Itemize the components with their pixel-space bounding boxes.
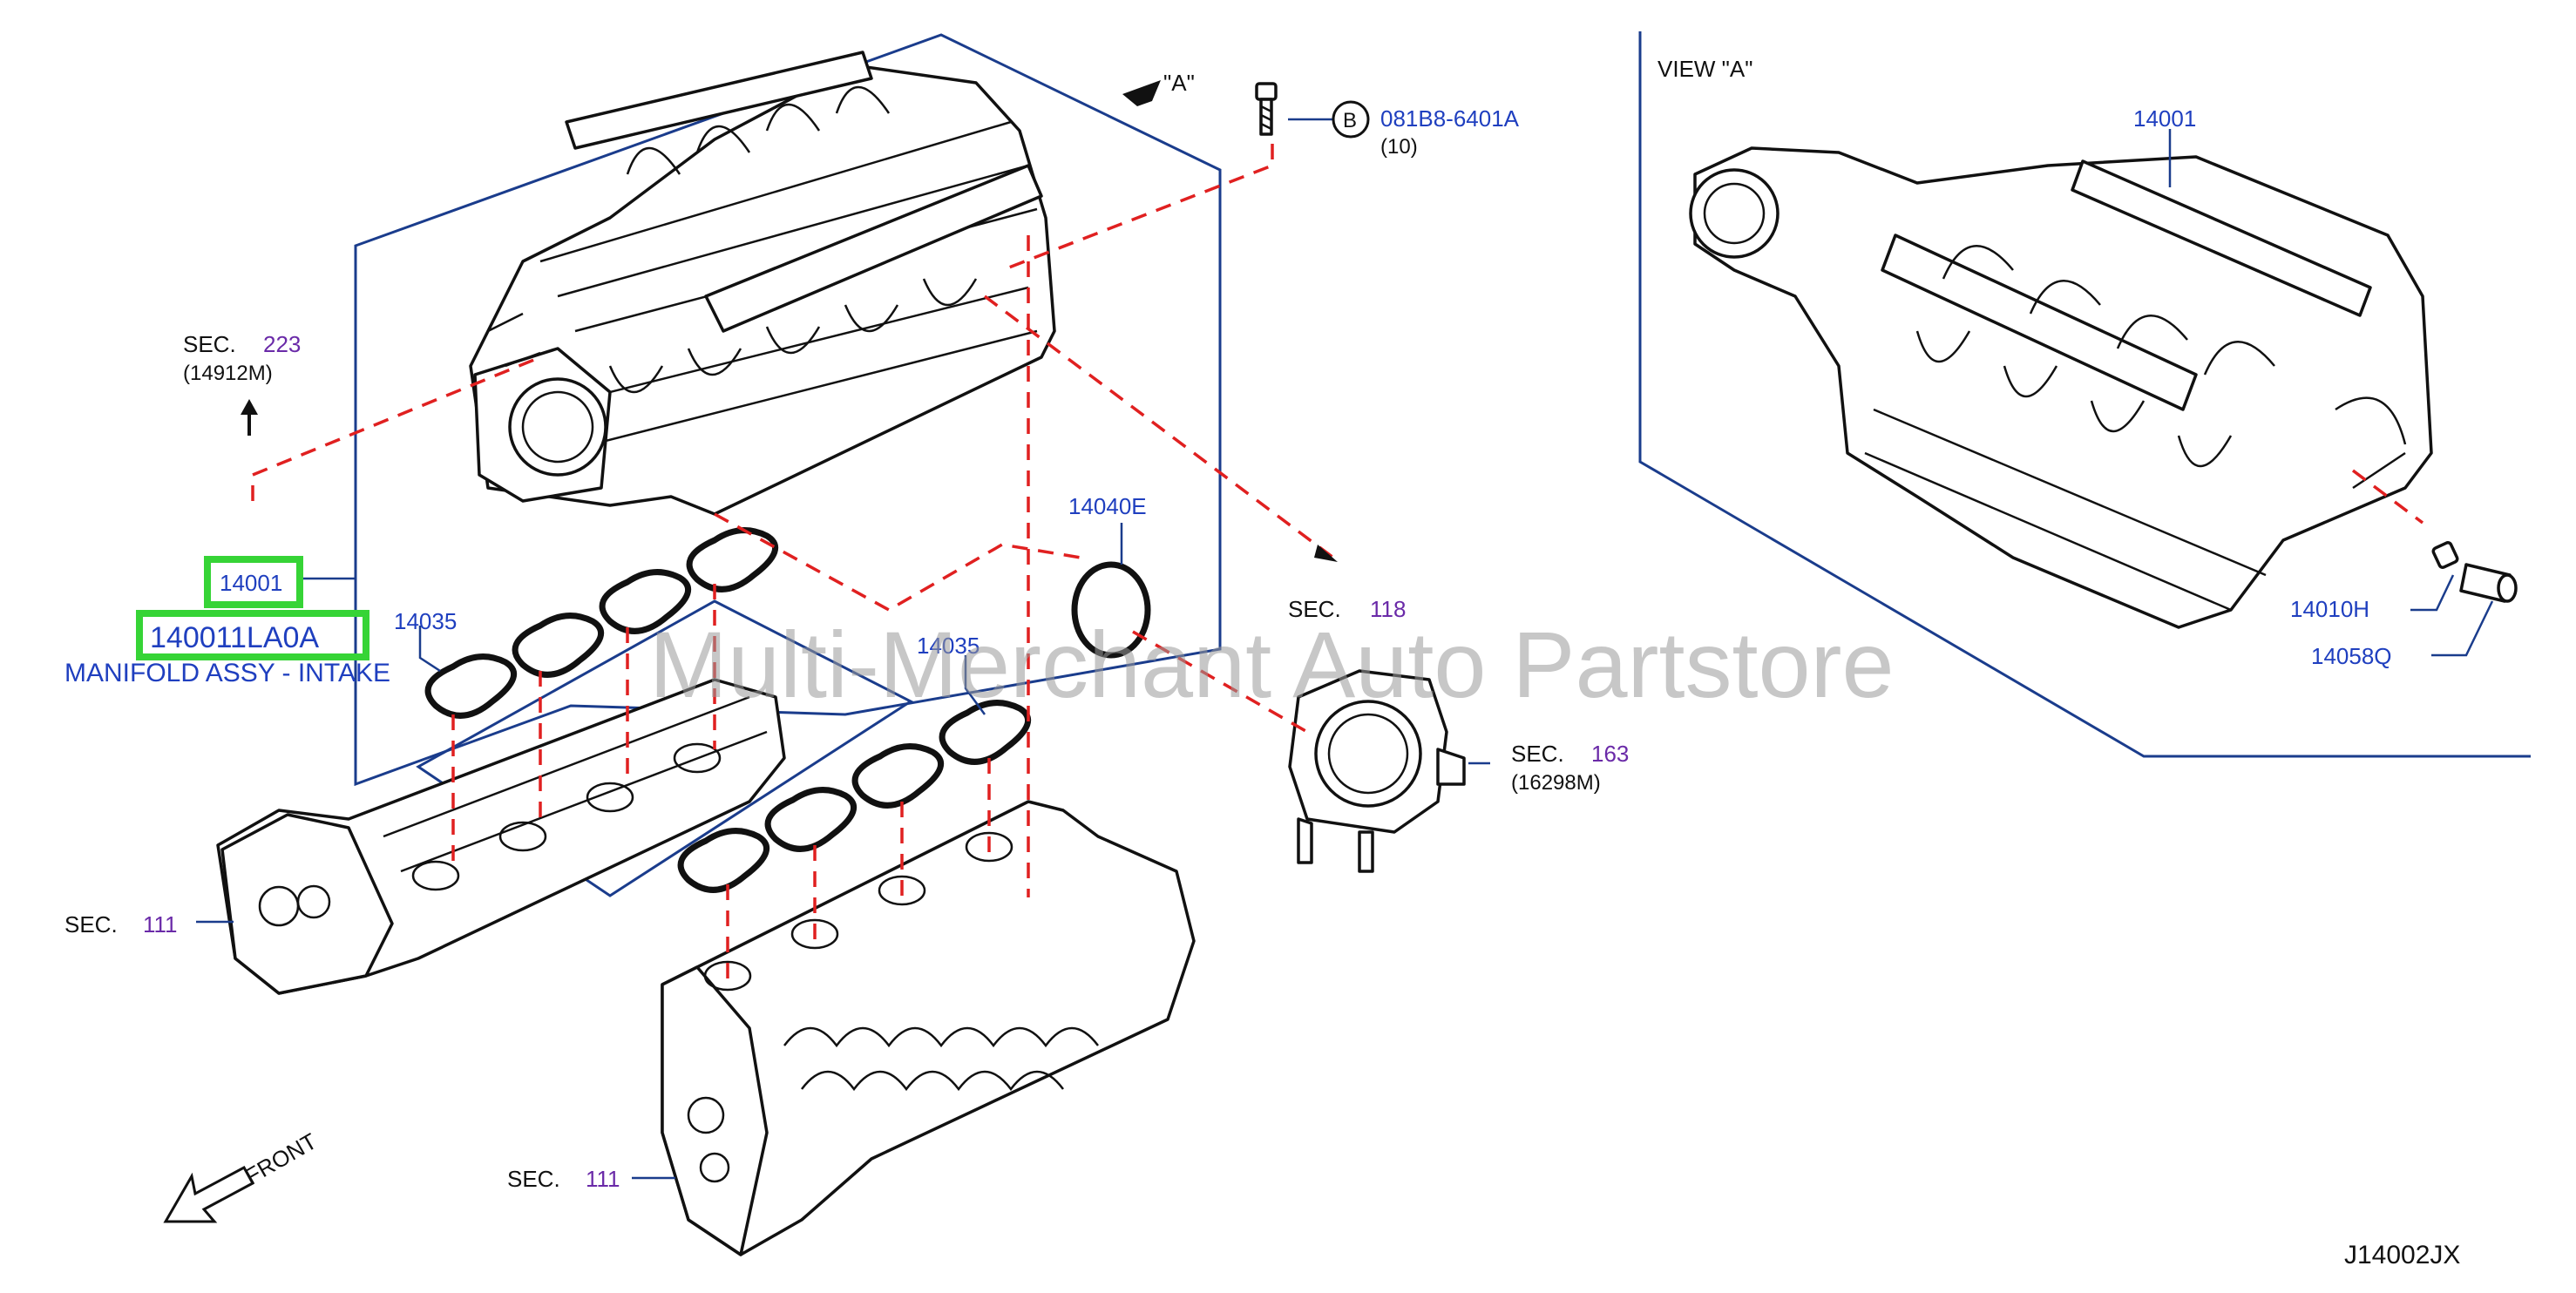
highlight-part-number-box — [204, 556, 303, 608]
intake-gaskets-lower — [677, 700, 1031, 893]
front-arrow-icon — [163, 1165, 255, 1223]
assembly-dashed-lines — [251, 144, 2424, 985]
part-number-14001-main[interactable]: 14001 — [220, 570, 282, 596]
sec-111-left-prefix: SEC. — [64, 911, 118, 938]
front-label: FRONT — [241, 1127, 322, 1189]
throttle-gasket-ring — [1071, 561, 1151, 659]
view-a-outline — [1638, 31, 2531, 758]
sec-223-prefix: SEC. — [183, 331, 236, 357]
part-number-14035-lower[interactable]: 14035 — [917, 633, 980, 659]
highlight-part-code-box — [136, 610, 369, 660]
sec-163-prefix: SEC. — [1511, 741, 1564, 767]
sec-163-sub: (16298M) — [1511, 771, 1601, 795]
sec-223-arrowhead — [241, 399, 258, 415]
part-number-14001-view-a[interactable]: 14001 — [2133, 105, 2196, 132]
part-number-14058q[interactable]: 14058Q — [2311, 643, 2392, 669]
plug-part-illustration — [2431, 541, 2518, 603]
part-name-label: MANIFOLD ASSY - INTAKE — [64, 659, 390, 687]
sec-223-sub: (14912M) — [183, 362, 273, 385]
sec-223-number[interactable]: 223 — [263, 331, 301, 357]
intake-manifold-view-a-illustration — [1689, 146, 2433, 629]
sec-111-bottom-prefix: SEC. — [507, 1166, 560, 1192]
view-a-arrow-label: "A" — [1163, 70, 1195, 96]
bolt-quantity: (10) — [1380, 135, 1418, 159]
sec-118-number[interactable]: 118 — [1370, 596, 1406, 622]
bolt-b-circle — [1332, 100, 1370, 139]
bolt-part-number[interactable]: 081B8-6401A — [1380, 105, 1520, 132]
label-leaders — [196, 118, 2494, 1180]
view-a-direction-arrow — [1122, 80, 1161, 106]
sec-118-prefix: SEC. — [1288, 596, 1341, 622]
diagram-code: J14002JX — [2344, 1241, 2460, 1269]
part-number-14010h[interactable]: 14010H — [2290, 596, 2369, 622]
bolt-illustration — [1255, 82, 1278, 136]
sec-163-number[interactable]: 163 — [1591, 741, 1629, 767]
cylinder-head-left-illustration — [216, 678, 786, 995]
intake-manifold-illustration — [469, 51, 1056, 516]
intake-gaskets-upper — [424, 527, 778, 719]
throttle-chamber-illustration — [1288, 669, 1466, 873]
part-number-14035-upper[interactable]: 14035 — [394, 608, 457, 634]
sec-118-arrowhead — [1314, 545, 1338, 562]
manifold-group-outline — [354, 33, 1222, 787]
bolt-b-letter: B — [1343, 109, 1357, 132]
sec-111-bottom-number[interactable]: 111 — [586, 1166, 620, 1192]
cylinder-head-right-illustration — [661, 800, 1196, 1256]
part-number-14040e[interactable]: 14040E — [1068, 493, 1147, 519]
sec-111-left-number[interactable]: 111 — [143, 911, 178, 938]
part-code-label[interactable]: 140011LA0A — [150, 621, 319, 654]
view-a-label: VIEW "A" — [1657, 56, 1752, 82]
watermark-text: Multi-Merchant Auto Partstore — [649, 612, 1895, 717]
